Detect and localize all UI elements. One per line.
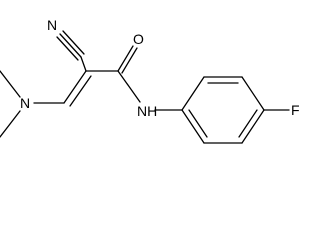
bond-vinyl-double-2 bbox=[69, 75, 92, 107]
bond-carbonyl-double-2 bbox=[121, 47, 138, 74]
bond-vinyl-double-1 bbox=[63, 70, 87, 104]
bond-carbonyl-double-1 bbox=[117, 45, 134, 72]
atom-label-fluorine: F bbox=[291, 102, 300, 118]
ring-inner-double-right bbox=[238, 109, 258, 138]
ring-bond-4 bbox=[241, 109, 265, 144]
atom-label-nitrile-n: N bbox=[47, 17, 57, 33]
bond-calpha-cnitrile bbox=[80, 56, 87, 72]
ring-bond-3 bbox=[241, 76, 265, 111]
molecule-diagram: N O N NH F bbox=[0, 17, 300, 144]
bond-n-methyl-upper bbox=[0, 70, 21, 98]
atom-label-carbonyl-o: O bbox=[133, 31, 144, 47]
bond-nitrile-triple-3 bbox=[62, 30, 85, 55]
bond-n-methyl-lower bbox=[0, 110, 21, 138]
ring-bond-6 bbox=[181, 109, 205, 144]
ring-inner-double-left bbox=[188, 109, 208, 138]
bond-carbonyl-amide bbox=[117, 70, 141, 103]
ring-bond-1 bbox=[181, 76, 205, 111]
atom-label-amide-nh: NH bbox=[137, 103, 157, 119]
atom-label-amine-n: N bbox=[20, 95, 30, 111]
bond-nitrile-triple-1 bbox=[56, 36, 79, 61]
structure-canvas: N O N NH F bbox=[0, 17, 300, 144]
bond-nitrile-triple-2 bbox=[59, 33, 82, 58]
